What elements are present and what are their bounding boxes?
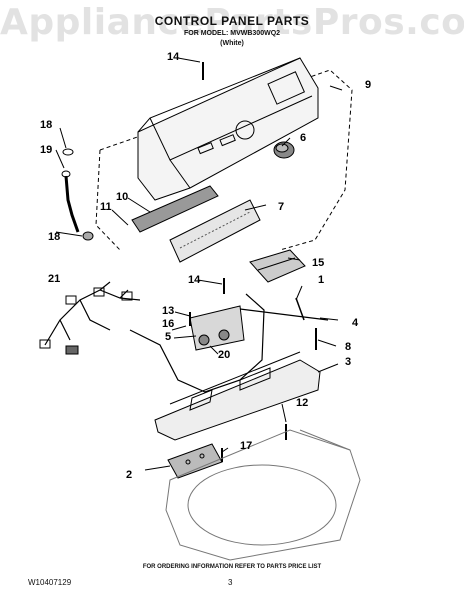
callout-14: 14	[188, 274, 201, 286]
callout-19: 19	[40, 144, 52, 156]
callout-10: 10	[116, 191, 128, 203]
ordering-note: FOR ORDERING INFORMATION REFER TO PARTS …	[142, 564, 322, 570]
callout-18: 18	[40, 119, 52, 131]
dial-opening	[235, 120, 255, 140]
actuator-rod	[231, 307, 329, 321]
wire-harness	[44, 281, 141, 346]
cabinet-top	[165, 429, 361, 561]
callout-5: 5	[165, 331, 171, 343]
callout-12: 12	[296, 397, 308, 409]
grommet-18	[62, 148, 74, 156]
callout-16: 16	[162, 318, 174, 330]
model-subtitle: FOR MODEL: MVWB300WQ2	[183, 30, 281, 37]
callout-13: 13	[162, 305, 174, 317]
color-variant: (White)	[220, 40, 244, 47]
main-control-board	[169, 199, 261, 263]
page-number: 3	[228, 578, 233, 587]
console-base	[154, 359, 321, 441]
document-number: W10407129	[28, 578, 72, 587]
water-valve	[189, 305, 245, 351]
dashed-assembly-outline	[95, 69, 353, 251]
callout-6: 6	[300, 132, 306, 144]
callout-8: 8	[345, 341, 351, 353]
callout-17: 17	[240, 440, 252, 452]
callout-2: 2	[126, 469, 132, 481]
button-panel	[267, 71, 306, 105]
console-housing	[137, 57, 319, 201]
callout-14: 14	[167, 51, 180, 63]
callout-9: 9	[365, 79, 371, 91]
callout-21: 21	[48, 273, 60, 285]
diagram-title: CONTROL PANEL PARTS	[154, 14, 310, 28]
valve-hose	[129, 293, 265, 393]
user-interface-board	[131, 185, 219, 233]
callout-3: 3	[345, 356, 351, 368]
callout-7: 7	[278, 201, 284, 213]
callout-11: 11	[100, 201, 112, 213]
mounting-bracket	[167, 443, 223, 479]
grommet-18-lower	[82, 231, 94, 241]
lid-lock-assembly	[249, 249, 306, 283]
callout-1: 1	[318, 274, 324, 286]
callout-4: 4	[352, 317, 359, 329]
inlet-hose	[64, 175, 80, 233]
callout-15: 15	[312, 257, 324, 269]
callout-18: 18	[48, 231, 60, 243]
callout-20: 20	[218, 349, 230, 361]
